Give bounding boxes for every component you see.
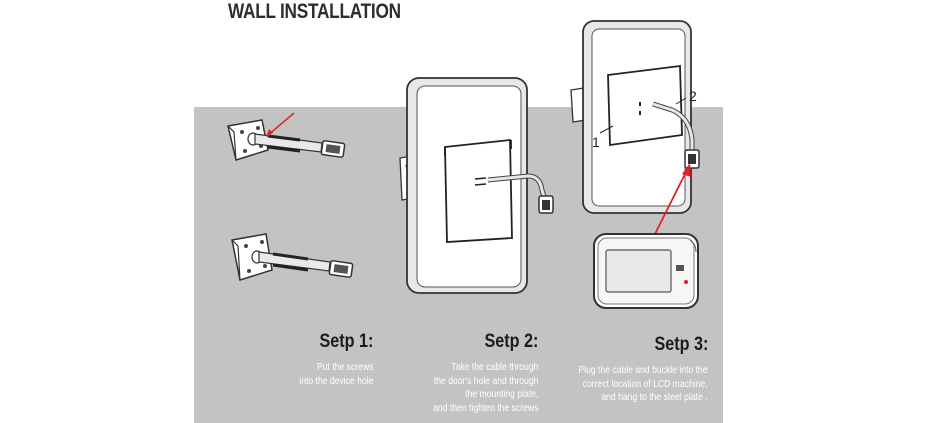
step2-heading: Setp 2: (484, 331, 538, 352)
step1-bracket-bottom (231, 233, 354, 281)
step1-red-arrowhead (266, 129, 273, 137)
lcd-monitor (593, 233, 699, 309)
page-title: WALL INSTALLATION (228, 0, 401, 23)
step2-door-panel (399, 77, 554, 294)
step3-description: Plug the cable and buckle into the corre… (578, 364, 708, 403)
step3-red-arrowhead (682, 163, 691, 177)
callout-1: 1 (592, 134, 600, 150)
step2-description: Take the cable through the door's hole a… (432, 361, 538, 414)
step1-description: Put the screws into the device hole (298, 361, 373, 387)
step1-bracket-top (227, 112, 346, 161)
step3-heading: Setp 3: (654, 334, 708, 355)
step3-door-panel (570, 20, 700, 214)
callout-2: 2 (689, 88, 697, 104)
step1-heading: Setp 1: (319, 331, 373, 352)
